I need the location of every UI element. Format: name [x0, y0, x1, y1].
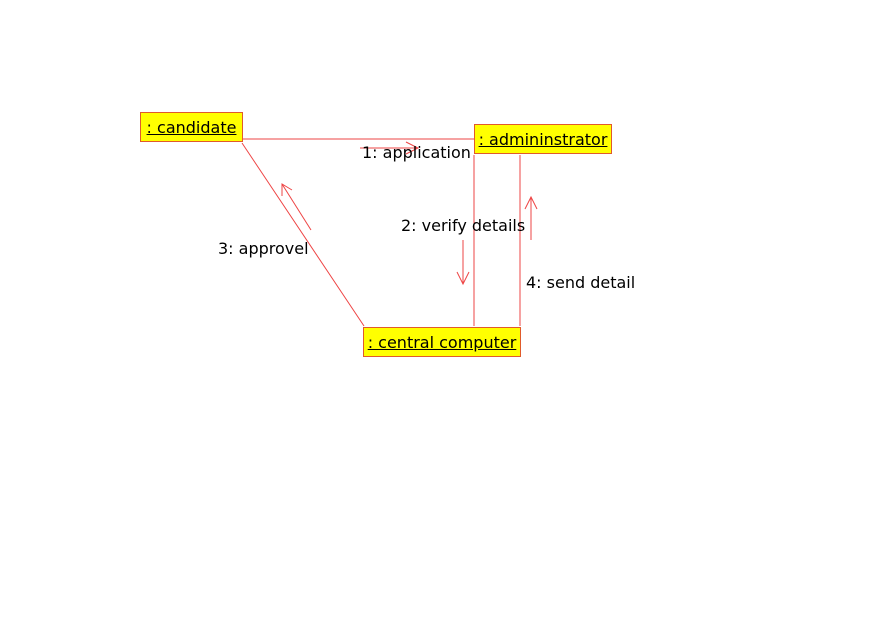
message-label-verify-details: 2: verify details	[401, 216, 526, 235]
object-candidate-label: : candidate	[146, 118, 237, 137]
message-arrow-application	[360, 141, 420, 155]
message-arrow-approvel	[281, 183, 312, 231]
message-arrow-send-detail	[524, 195, 538, 240]
object-central-computer[interactable]: : central computer	[363, 327, 521, 357]
object-candidate[interactable]: : candidate	[140, 112, 243, 142]
message-label-approvel: 3: approvel	[218, 239, 309, 258]
object-administrator[interactable]: : admininstrator	[474, 124, 612, 154]
message-label-send-detail: 4: send detail	[526, 273, 636, 292]
message-label-application: 1: application	[362, 143, 471, 162]
object-administrator-label: : admininstrator	[478, 130, 608, 149]
message-arrow-verify-details	[456, 240, 470, 286]
link-candidate-central-computer	[241, 142, 365, 327]
object-central-computer-label: : central computer	[367, 333, 517, 352]
